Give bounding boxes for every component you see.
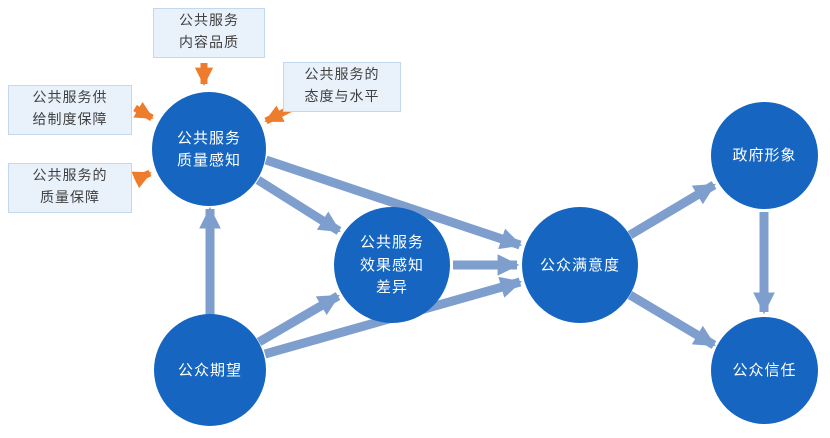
node-public-expectation: 公众期望	[154, 314, 266, 426]
factor-quality-assurance-label: 公共服务的 质量保障	[32, 168, 108, 206]
node-quality-perception: 公共服务 质量感知	[152, 92, 266, 206]
node-quality-perception-label: 公共服务 质量感知	[176, 128, 241, 170]
arrow-satisfaction-to-public-trust	[627, 291, 717, 349]
node-public-trust-label: 公众信任	[732, 361, 797, 380]
factor-supply-system-label: 公共服务供 给制度保障	[32, 90, 108, 128]
arrow-quality-perception-to-effect-gap	[255, 176, 342, 235]
arrow-expectation-to-effect-gap	[256, 292, 341, 346]
factor-supply-system: 公共服务供 给制度保障	[8, 85, 132, 135]
node-public-trust: 公众信任	[711, 317, 818, 424]
arrow-supply-system-to-quality-perception	[133, 101, 154, 122]
arrow-quality-perception-to-satisfaction	[264, 155, 523, 250]
node-government-image-label: 政府形象	[732, 146, 797, 165]
arrow-satisfaction-to-government-image	[627, 181, 717, 239]
node-government-image: 政府形象	[711, 102, 818, 209]
factor-attitude-level-label: 公共服务的 态度与水平	[304, 67, 380, 105]
factor-content-quality-label: 公共服务 内容品质	[179, 13, 239, 51]
node-public-expectation-label: 公众期望	[177, 360, 242, 379]
node-effect-gap: 公共服务 效果感知 差异	[334, 207, 450, 323]
factor-quality-assurance: 公共服务的 质量保障	[8, 163, 132, 213]
arrow-quality-assurance-to-quality-perception	[131, 169, 152, 189]
factor-attitude-level: 公共服务的 态度与水平	[283, 62, 401, 112]
node-public-satisfaction: 公众满意度	[522, 207, 638, 323]
node-public-satisfaction-label: 公众满意度	[539, 255, 620, 274]
node-effect-gap-label: 公共服务 效果感知 差异	[359, 233, 424, 297]
factor-content-quality: 公共服务 内容品质	[153, 8, 265, 58]
